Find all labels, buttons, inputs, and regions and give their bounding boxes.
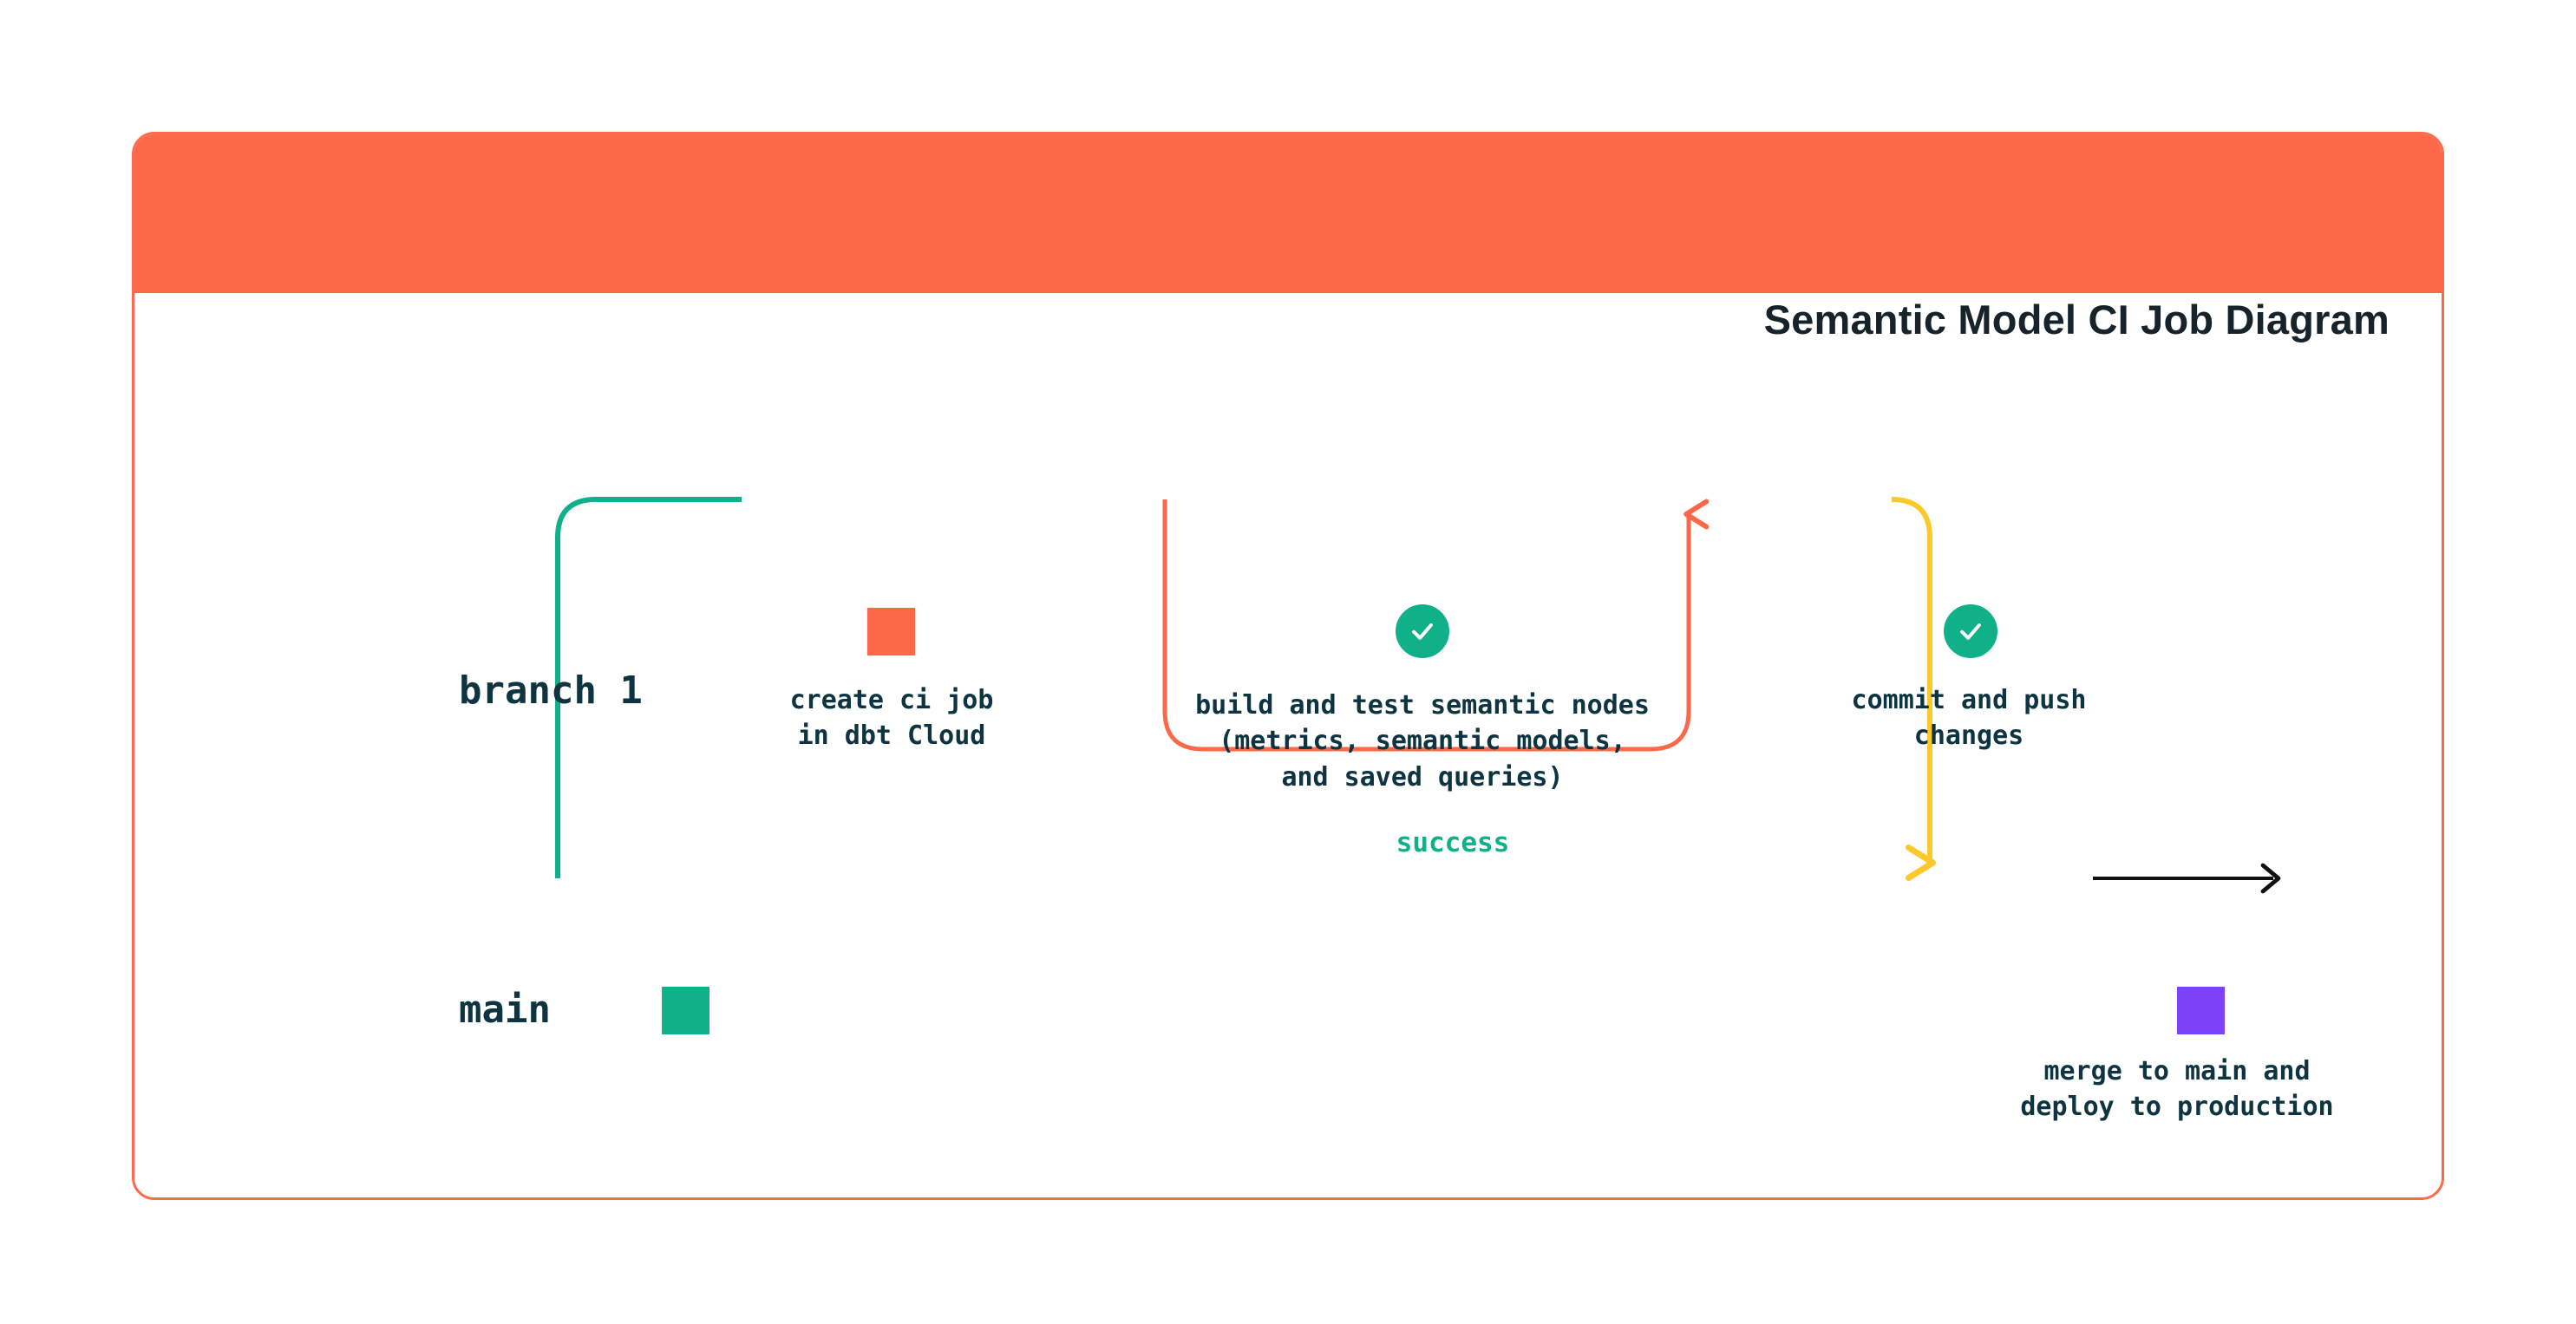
node-label-build-and-test: build and test semantic nodes (metrics, …	[1195, 690, 1650, 792]
check-icon	[1412, 623, 1433, 640]
diagram-canvas	[529, 497, 2281, 894]
node-label-create-ci-job: create ci job in dbt Cloud	[789, 685, 994, 752]
edge-branch-out	[555, 497, 742, 878]
diagram-card: Semantic Model CI Job Diagram	[132, 132, 2444, 1200]
node-label-merge-to-main: merge to main and deploy to production	[2020, 1056, 2334, 1123]
edge-success-loop	[1162, 499, 1710, 752]
node-merge-to-main[interactable]	[2177, 987, 2225, 1034]
node-commit-and-push-check[interactable]	[1944, 604, 1997, 658]
edge-merge-down	[1891, 497, 1936, 881]
node-main-start[interactable]	[662, 987, 709, 1034]
lane-label-branch-1: branch 1	[459, 669, 643, 713]
node-build-and-test-check[interactable]	[1396, 604, 1449, 658]
edge-label-success: success	[1301, 825, 1605, 861]
card-header	[134, 134, 2442, 293]
check-icon	[1960, 623, 1981, 640]
lane-label-main: main	[459, 988, 551, 1032]
dbt-x-logo-icon	[307, 297, 371, 372]
page-title: Semantic Model CI Job Diagram	[1763, 297, 2390, 342]
node-create-ci-job[interactable]	[867, 608, 915, 655]
node-label-commit-and-push: commit and push changes	[1851, 685, 2087, 752]
